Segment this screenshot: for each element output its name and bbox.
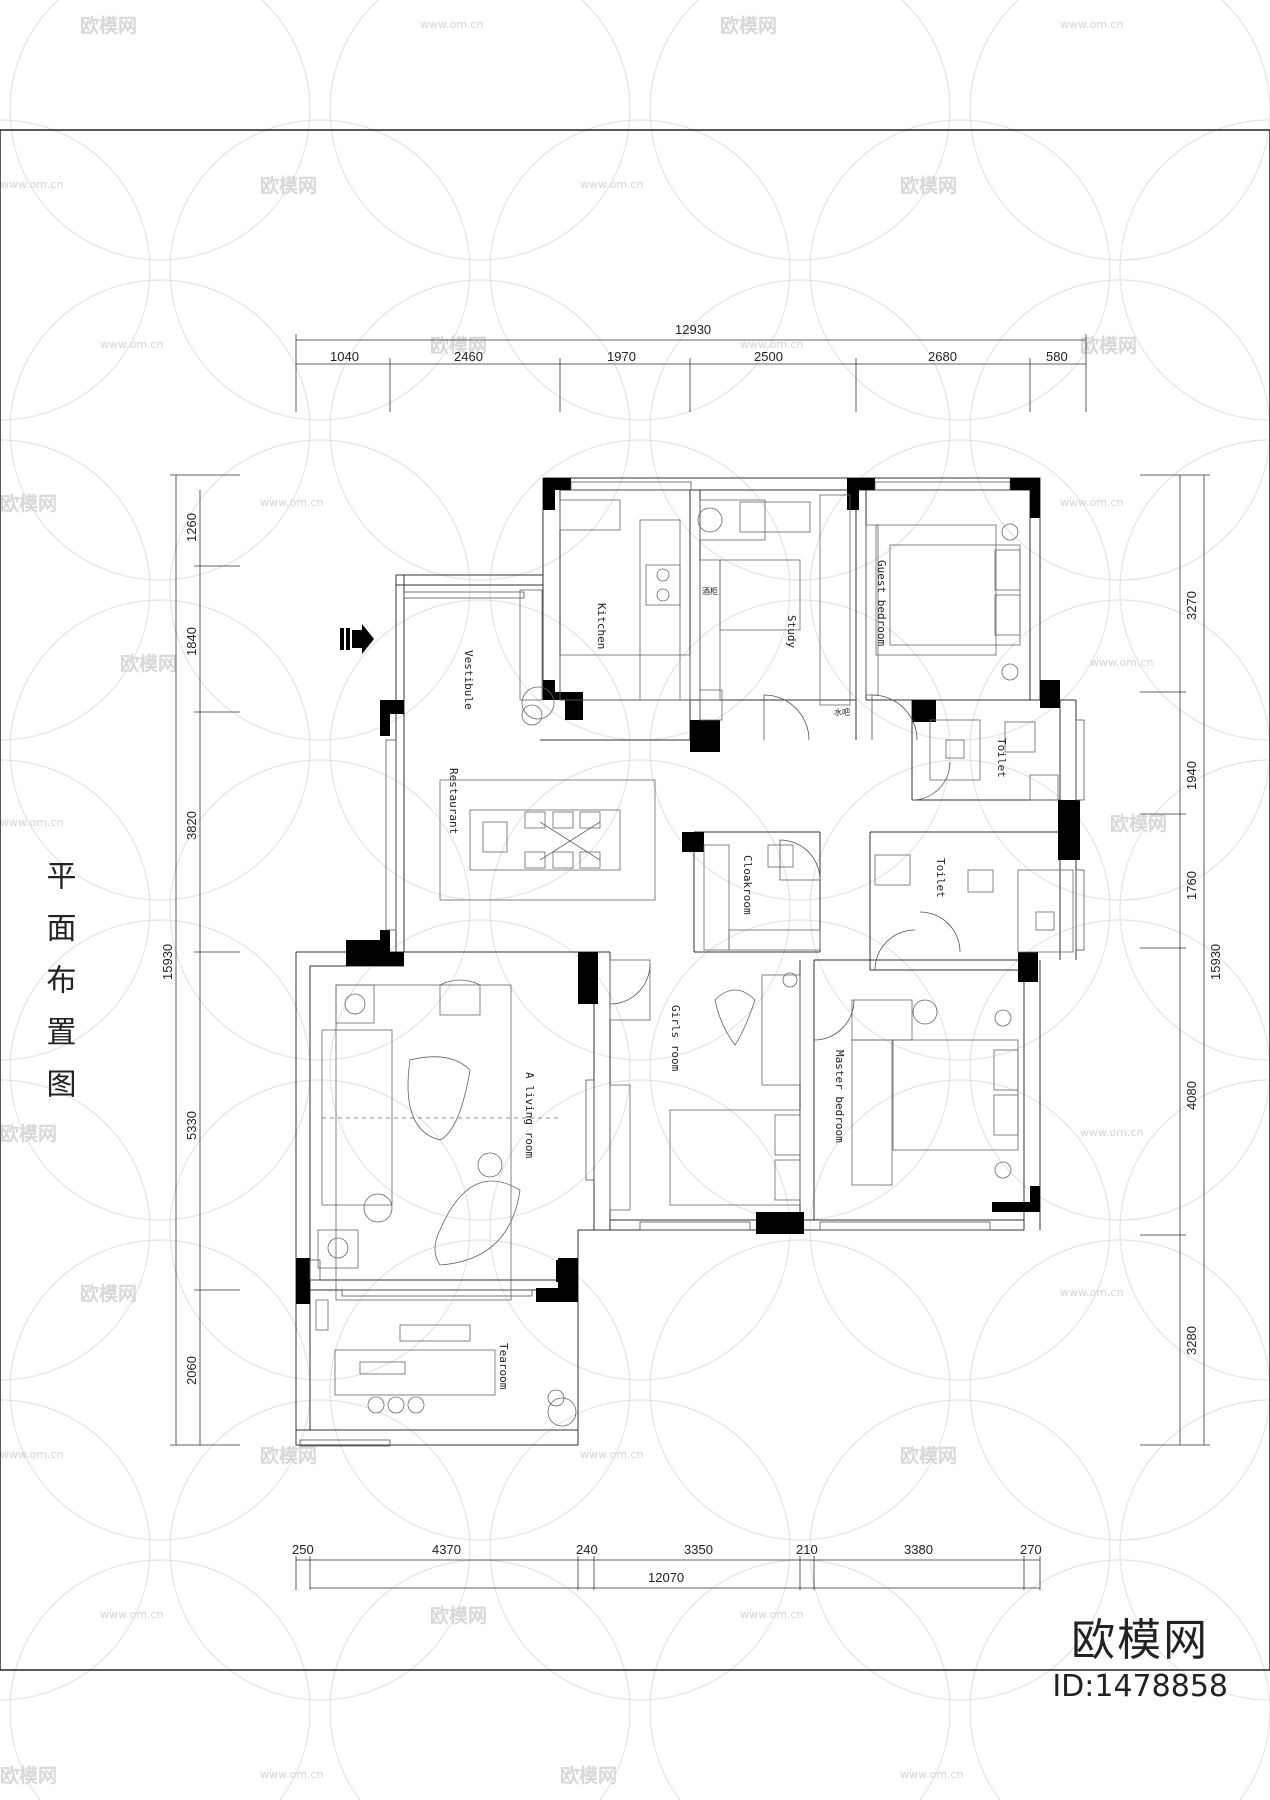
watermark-logo: 欧模网: [80, 14, 137, 37]
watermark-url: www.om.cn: [260, 1768, 323, 1781]
dimension-left: 1260 1840 3820 5330 2060 15930: [160, 474, 240, 1446]
label-girls-room: Girls room: [669, 1005, 682, 1072]
watermark-url: www.om.cn: [900, 1768, 963, 1781]
brand-id: ID:1478858: [1052, 1669, 1228, 1704]
drawing-title-text: 平面布置图: [41, 860, 77, 1120]
label-toilet-1: Toilet: [995, 738, 1008, 778]
entrance-arrow-icon: [340, 624, 374, 654]
watermark-url: www.om.cn: [740, 1608, 803, 1621]
watermark-url: www.om.cn: [740, 338, 803, 351]
watermark-url: www.om.cn: [0, 1448, 63, 1461]
watermark-logo: 欧模网: [260, 1444, 317, 1467]
label-tearoom: Tearoom: [497, 1343, 510, 1390]
watermark-logo: 欧模网: [0, 1764, 57, 1787]
dim-right-2: 1940: [1184, 761, 1199, 790]
brand-block: 欧模网 ID:1478858: [1052, 1615, 1228, 1705]
watermark-url: www.om.cn: [1060, 1286, 1123, 1299]
watermark-url: www.om.cn: [1090, 656, 1153, 669]
dim-top-6: 580: [1046, 349, 1068, 364]
watermark-url: www.om.cn: [100, 1608, 163, 1621]
watermark-logo: 欧模网: [560, 1764, 617, 1787]
dim-left-1: 1260: [184, 513, 199, 542]
watermark-url: www.om.cn: [0, 178, 63, 191]
label-master-bedroom: Master bedroom: [833, 1050, 846, 1143]
dim-left-total: 15930: [160, 944, 175, 980]
watermark-url: www.om.cn: [0, 816, 63, 829]
doors: [609, 694, 961, 1041]
drawing-title: 平面布置图: [41, 860, 77, 1120]
watermark-logo: 欧模网: [720, 14, 777, 37]
dim-top-2: 2460: [454, 349, 483, 364]
dim-top-total: 12930: [675, 322, 711, 337]
dim-right-3: 1760: [1184, 871, 1199, 900]
dim-left-2: 1840: [184, 627, 199, 656]
dim-left-4: 5330: [184, 1111, 199, 1140]
watermark-url: www.om.cn: [1060, 18, 1123, 31]
watermark-logo: 欧模网: [80, 1282, 137, 1305]
label-kitchen: Kitchen: [595, 603, 608, 649]
label-vestibule: Vestibule: [462, 650, 475, 710]
watermark-logo: 欧模网: [0, 492, 57, 515]
watermark-url: www.om.cn: [260, 496, 323, 509]
brand-logo: 欧模网: [1071, 1615, 1210, 1666]
watermark-url: www.om.cn: [580, 1448, 643, 1461]
watermark-logo: 欧模网: [900, 174, 957, 197]
label-cloakroom: Cloakroom: [741, 855, 754, 915]
watermark-logo: 欧模网: [430, 1604, 487, 1627]
dim-right-1: 3270: [1184, 591, 1199, 620]
label-restaurant: Restaurant: [447, 768, 460, 834]
dim-bottom-6: 3380: [904, 1542, 933, 1557]
room-labels: Kitchen Study Guest bedroom Vestibule Re…: [447, 560, 1008, 1390]
label-toilet-2: Toilet: [934, 858, 947, 898]
dim-bottom-4: 3350: [684, 1542, 713, 1557]
dim-bottom-3: 240: [576, 1542, 598, 1557]
dim-top-1: 1040: [330, 349, 359, 364]
watermark-logo: 欧模网: [1080, 334, 1137, 357]
label-study: Study: [785, 615, 798, 648]
dim-bottom-5: 210: [796, 1542, 818, 1557]
watermark-logo: 欧模网: [900, 1444, 957, 1467]
dimension-top: 12930 1040 2460 1970 2500 2680 580: [295, 322, 1087, 412]
dim-bottom-total: 12070: [648, 1570, 684, 1585]
dim-left-5: 2060: [184, 1356, 199, 1385]
watermark-url: www.om.cn: [580, 178, 643, 191]
dim-right-5: 3280: [1184, 1326, 1199, 1355]
furniture: 酒柜 水吧: [315, 494, 1074, 1427]
drawing-frame: [0, 129, 1270, 1671]
structural-columns: [296, 478, 1080, 1304]
watermark-labels: 欧模网 www.om.cn 欧模网 www.om.cn www.om.cn 欧模…: [0, 14, 1167, 1787]
dim-left-3: 3820: [184, 811, 199, 840]
dim-bottom-1: 250: [292, 1542, 314, 1557]
dim-top-5: 2680: [928, 349, 957, 364]
watermark-logo: 欧模网: [120, 652, 177, 675]
dim-bottom-2: 4370: [432, 1542, 461, 1557]
label-living-room: A living room: [523, 1072, 536, 1158]
watermark-url: www.om.cn: [1080, 1126, 1143, 1139]
watermark-logo: 欧模网: [1110, 812, 1167, 835]
dim-top-4: 2500: [754, 349, 783, 364]
dim-bottom-7: 270: [1020, 1542, 1042, 1557]
dim-right-total: 15930: [1208, 944, 1223, 980]
watermark-logo: 欧模网: [260, 174, 317, 197]
dimension-bottom: 250 4370 240 3350 210 3380 270 12070: [292, 1542, 1042, 1590]
dim-top-3: 1970: [607, 349, 636, 364]
dim-right-4: 4080: [1184, 1081, 1199, 1110]
watermark-url: www.om.cn: [420, 18, 483, 31]
watermark-url: www.om.cn: [1060, 496, 1123, 509]
study-small-label: 酒柜: [702, 586, 718, 596]
label-guest-bedroom: Guest bedroom: [875, 560, 888, 646]
watermark-url: www.om.cn: [100, 338, 163, 351]
guest-small-label: 水吧: [834, 707, 850, 717]
dimension-right: 3270 1940 1760 4080 3280 15930: [1140, 474, 1223, 1446]
watermark-logo: 欧模网: [0, 1122, 57, 1145]
windows: [299, 481, 1085, 1447]
